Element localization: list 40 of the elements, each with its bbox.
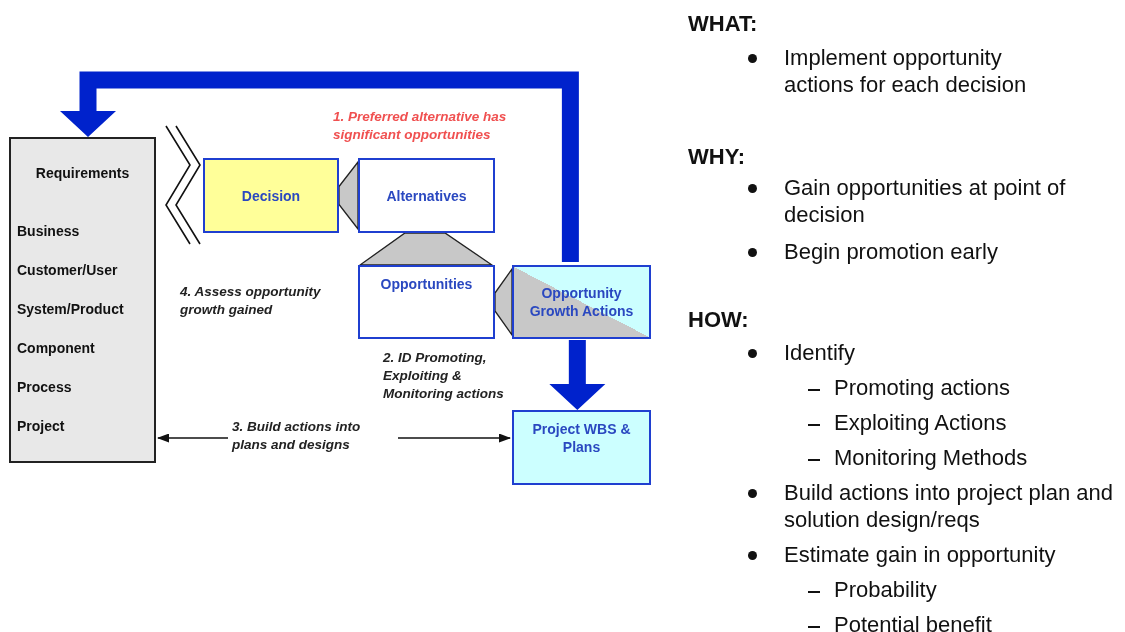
list-item: Business [17, 223, 80, 239]
box-label: Opportunity Growth Actions [528, 284, 635, 320]
section-heading: WHY: [688, 143, 746, 170]
step-note: 1. Preferred alternative has significant opportunities [333, 108, 508, 144]
process-box [512, 410, 651, 485]
section-heading: WHAT: [688, 10, 758, 37]
box-label: Opportunities [379, 275, 474, 293]
bullet-text: Identify [784, 339, 856, 366]
funnel-connector [338, 160, 359, 231]
sub-bullet-text: Potential benefit [834, 611, 993, 632]
process-box [512, 265, 651, 339]
section-heading: HOW: [688, 306, 749, 333]
step-note: 2. ID Promoting, Exploiting & Monitoring actions [383, 349, 505, 403]
funnel-connector [494, 266, 513, 338]
list-item: Project [17, 418, 65, 434]
list-item: Customer/User [17, 262, 118, 278]
list-item: System/Product [17, 301, 124, 317]
block-arrow [60, 71, 579, 262]
list-item: Component [17, 340, 95, 356]
bullet-text: Implement opportunity actions for each decision [784, 44, 1028, 98]
bullet-text: Begin promotion early [784, 238, 999, 265]
requirements-panel [9, 137, 156, 463]
bullet-text: Estimate gain in opportunity [784, 541, 1057, 568]
panel-heading: Requirements [34, 165, 131, 181]
funnel-connector [357, 232, 495, 266]
bullet-text: Build actions into project plan and solution design/reqs [784, 479, 1114, 533]
sub-bullet-text: Monitoring Methods [834, 444, 1029, 471]
process-box [358, 265, 495, 339]
process-box [203, 158, 339, 233]
box-label: Project WBS & Plans [531, 420, 632, 456]
bullet-text: Gain opportunities at point of decision [784, 174, 1067, 228]
sub-bullet-text: Exploiting Actions [834, 409, 1008, 436]
sub-bullet-text: Probability [834, 576, 938, 603]
box-label: Decision [240, 186, 302, 205]
sub-bullet-text: Promoting actions [834, 374, 1012, 401]
block-arrow [549, 340, 606, 410]
step-note: 4. Assess opportunity growth gained [180, 283, 322, 319]
process-box [358, 158, 495, 233]
list-item: Process [17, 379, 72, 395]
box-label: Alternatives [385, 186, 468, 205]
